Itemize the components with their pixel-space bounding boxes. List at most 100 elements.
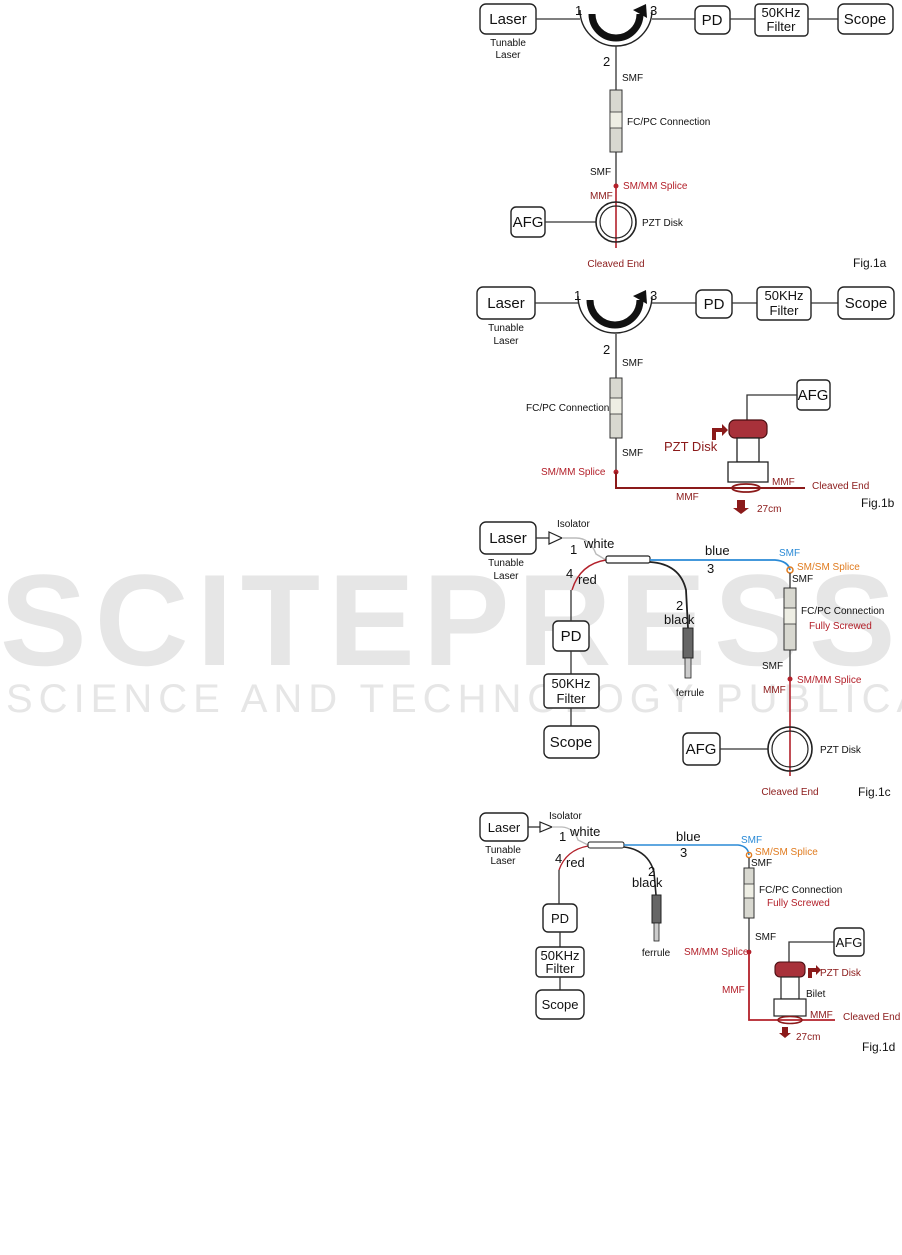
- fiber-white: [562, 537, 607, 561]
- tunable-label-2: Laser: [493, 571, 519, 582]
- smsm-label: SM/SM Splice: [755, 847, 818, 858]
- tunable-label-1: Tunable: [488, 558, 524, 569]
- tunable-label-2: Laser: [493, 336, 519, 347]
- length-arrow: [779, 1027, 791, 1038]
- port-2: 2: [648, 864, 655, 879]
- cleaved-label: Cleaved End: [761, 787, 818, 798]
- mmf-right-label: MMF: [772, 477, 795, 488]
- tunable-label-1: Tunable: [485, 845, 521, 856]
- scope-label: Scope: [542, 997, 579, 1012]
- red-label: red: [566, 855, 585, 870]
- red-label: red: [578, 572, 597, 587]
- filter-label-2: Filter: [557, 691, 587, 706]
- fiber-black: [649, 561, 689, 629]
- smf-label-top: SMF: [622, 73, 643, 84]
- smsm-label: SM/SM Splice: [797, 562, 860, 573]
- arrow-head: [633, 290, 647, 304]
- afg-label: AFG: [836, 935, 863, 950]
- pzt-arrow: [808, 965, 821, 978]
- fig-caption: Fig.1a: [853, 256, 887, 270]
- fully-label: Fully Screwed: [809, 621, 872, 632]
- fcpc-coupler: [609, 397, 623, 415]
- cleaved-label: Cleaved End: [812, 481, 869, 492]
- smf-a-label: SMF: [792, 574, 813, 585]
- fcpc-coupler: [743, 883, 755, 899]
- smmm-label: SM/MM Splice: [684, 947, 749, 958]
- port-4: 4: [566, 566, 573, 581]
- port-2: 2: [603, 54, 610, 69]
- bilet-base: [727, 461, 769, 483]
- pd-label: PD: [702, 12, 723, 29]
- fiber-blue: [624, 844, 750, 856]
- isolator-label: Isolator: [557, 519, 590, 530]
- scope-label: Scope: [550, 734, 593, 751]
- port-2: 2: [676, 598, 683, 613]
- mmf-label: MMF: [763, 685, 786, 696]
- pzt-disk: [595, 201, 637, 243]
- mmf-right-label: MMF: [810, 1010, 833, 1021]
- scope-box: [837, 3, 894, 35]
- fig1c: Laser Tunable Laser Isolator white 1 4 r…: [479, 519, 891, 799]
- filter-label-1: 50KHz: [764, 288, 803, 303]
- port-1: 1: [575, 3, 582, 18]
- blue-label: blue: [676, 829, 701, 844]
- scope-box: [543, 725, 600, 759]
- pzt-label: PZT Disk: [642, 218, 684, 229]
- wire: [746, 394, 797, 420]
- ferrule-tip: [653, 922, 660, 942]
- port-1: 1: [570, 542, 577, 557]
- fiber-mmf: [748, 952, 835, 1021]
- ferrule-tip: [684, 657, 692, 679]
- afg-label: AFG: [513, 214, 544, 231]
- fig1d: Laser Tunable Laser Isolator white 1 4 r…: [479, 811, 900, 1054]
- length-label: 27cm: [757, 504, 781, 515]
- filter-label-1: 50KHz: [540, 948, 579, 963]
- tunable-label-2: Laser: [495, 50, 521, 61]
- bilet: [736, 437, 760, 463]
- scope-box: [535, 989, 585, 1020]
- smf-label-bottom: SMF: [590, 167, 611, 178]
- port-2: 2: [603, 342, 610, 357]
- black-label: black: [632, 875, 663, 890]
- filter-box: [754, 3, 809, 37]
- port-3: 3: [650, 288, 657, 303]
- filter-label-2: Filter: [770, 303, 800, 318]
- circulator: [577, 295, 653, 334]
- tunable-label-1: Tunable: [488, 323, 524, 334]
- fig-caption: Fig.1d: [862, 1040, 895, 1054]
- ferrule: [682, 627, 694, 659]
- fully-label: Fully Screwed: [767, 898, 830, 909]
- pd-box: [695, 289, 733, 319]
- scope-box: [837, 286, 895, 320]
- blue-label: blue: [705, 543, 730, 558]
- fiber-coil: [777, 1015, 803, 1025]
- fcpc-label: FC/PC Connection: [627, 117, 710, 128]
- laser-label: Laser: [489, 530, 527, 547]
- smmm-label: SM/MM Splice: [797, 675, 862, 686]
- pzt-disk-inner: [771, 730, 809, 768]
- port-3: 3: [650, 3, 657, 18]
- filter-label-2: Filter: [767, 19, 797, 34]
- watermark-main: SCITEPRESS: [0, 547, 902, 693]
- smf-label-bottom: SMF: [622, 448, 643, 459]
- laser-label: Laser: [487, 295, 525, 312]
- splice-label: SM/MM Splice: [623, 181, 688, 192]
- fig1a: Laser Tunable Laser 1 2 3 PD 50KHz Filte…: [479, 3, 894, 270]
- arrow-head: [633, 4, 647, 18]
- isolator-label: Isolator: [549, 811, 582, 822]
- smf-a-label: SMF: [751, 858, 772, 869]
- watermark: SCITEPRESS SCIENCE AND TECHNOLOGY PUBLIC…: [0, 547, 902, 721]
- wire: [788, 941, 834, 962]
- afg-label: AFG: [798, 387, 829, 404]
- fiber-black: [623, 846, 657, 896]
- pzt-disk: [774, 961, 806, 978]
- port-1: 1: [574, 288, 581, 303]
- pd-label: PD: [551, 911, 569, 926]
- pzt-label: PZT Disk: [820, 745, 862, 756]
- pd-label: PD: [704, 296, 725, 313]
- laser-label: Laser: [489, 11, 527, 28]
- fcpc-label: FC/PC Connection: [759, 885, 842, 896]
- smf-label-top: SMF: [622, 358, 643, 369]
- fiber-red: [558, 845, 589, 871]
